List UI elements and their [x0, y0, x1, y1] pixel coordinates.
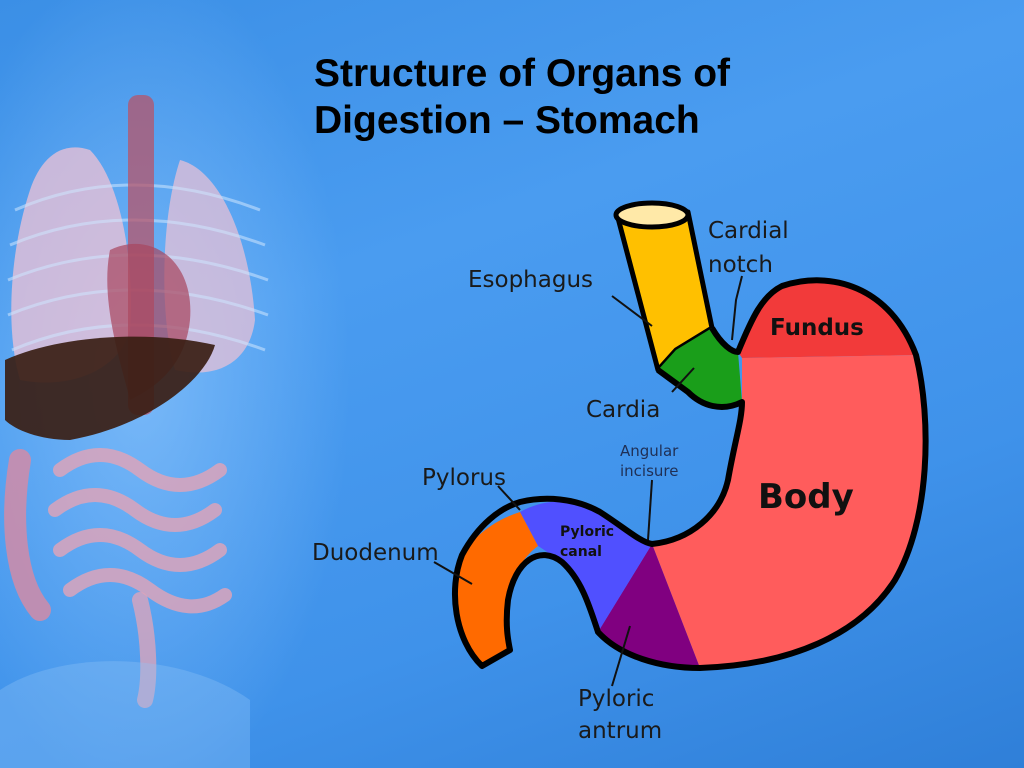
body-region [652, 355, 926, 668]
angular-incisure-label-line-2: incisure [620, 462, 678, 480]
pyloric-antrum-region [598, 544, 700, 668]
duodenum-leader [433, 561, 473, 585]
pylorus-label: Pylorus [422, 465, 506, 491]
cardial-notch-label-line-2: notch [708, 252, 773, 278]
body-label: Body [758, 477, 854, 517]
pyloric-antrum-label-line-2: antrum [578, 718, 662, 744]
duodenum-label: Duodenum [312, 540, 439, 566]
duodenum-region [454, 512, 538, 666]
pyloric-canal-label-line-1: Pyloric [560, 524, 614, 540]
pyloric-antrum-leader [611, 625, 631, 687]
cardia-leader [671, 367, 695, 393]
angular-incisure-leader [647, 479, 653, 541]
cardia-label: Cardia [586, 397, 660, 423]
title-line-1: Structure of Organs of [314, 52, 731, 95]
slide-title: Structure of Organs of Digestion – Stoma… [314, 50, 954, 144]
stomach-outline [451, 277, 929, 671]
cardia-region [658, 328, 742, 407]
esophagus-opening [613, 200, 691, 230]
pyloric-antrum-label-line-1: Pyloric [578, 686, 654, 712]
cardial-notch-label-line-1: Cardial [708, 218, 789, 244]
angular-incisure-label-line-1: Angular [620, 442, 679, 460]
esophagus-leader [611, 295, 653, 327]
pyloric-canal-region [520, 501, 652, 632]
fundus-label: Fundus [770, 315, 864, 341]
esophagus-label: Esophagus [468, 267, 593, 293]
cardial-notch-leader [731, 275, 743, 341]
title-line-2: Digestion – Stomach [314, 99, 700, 142]
pylorus-leader [497, 485, 521, 511]
pyloric-canal-label-line-2: canal [560, 544, 602, 560]
